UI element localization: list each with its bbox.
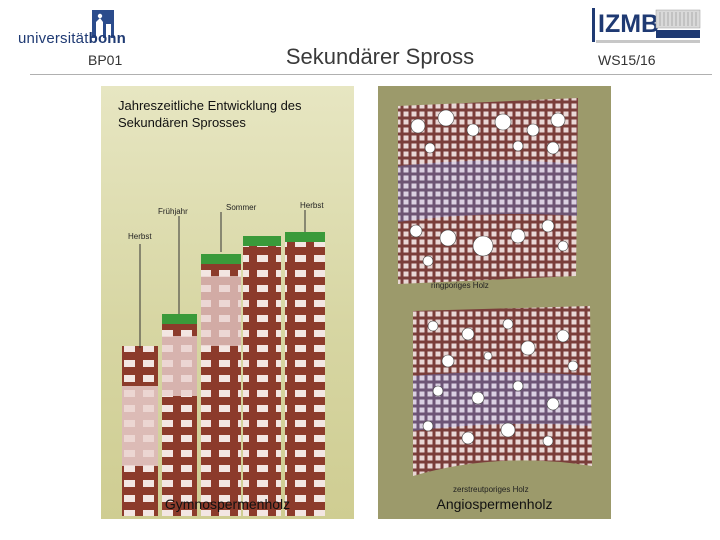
diffuse-porous-wood-image (413, 306, 592, 476)
growth-column-5 (285, 232, 325, 516)
university-wordmark-left: universität (18, 30, 89, 47)
university-seal-logo (92, 10, 114, 38)
institute-logo-text: IZMB (598, 10, 659, 38)
header-divider (30, 74, 712, 75)
seasonal-growth-diagram (122, 210, 325, 516)
gymnosperm-panel-title: Jahreszeitliche Entwicklung des Sekundär… (118, 98, 302, 130)
institute-logo: IZMB (592, 8, 701, 43)
wood-cross-sections (398, 98, 592, 476)
growth-column-2 (162, 314, 197, 516)
ring-porous-wood-image (398, 98, 578, 284)
season-label-autumn-1: Herbst (128, 232, 152, 241)
growth-column-3 (201, 254, 241, 516)
page-title: Sekundärer Spross (285, 44, 475, 69)
diffuse-porous-label: zerstreutporiges Holz (453, 485, 529, 494)
season-label-spring: Frühjahr (158, 207, 188, 216)
course-code: BP01 (88, 52, 123, 68)
semester-label: WS15/16 (598, 52, 656, 68)
season-label-summer: Sommer (226, 203, 257, 212)
season-label-autumn-2: Herbst (300, 201, 324, 210)
growth-column-4 (243, 236, 281, 516)
ring-porous-label: ringporiges Holz (431, 281, 489, 290)
gymnosperm-caption: Gymnospermenholz (164, 496, 291, 512)
angiosperm-caption: Angiospermenholz (436, 496, 553, 512)
university-wordmark: universitätbonn (18, 30, 126, 47)
university-wordmark-right: bonn (88, 30, 127, 47)
growth-column-1 (122, 346, 158, 516)
